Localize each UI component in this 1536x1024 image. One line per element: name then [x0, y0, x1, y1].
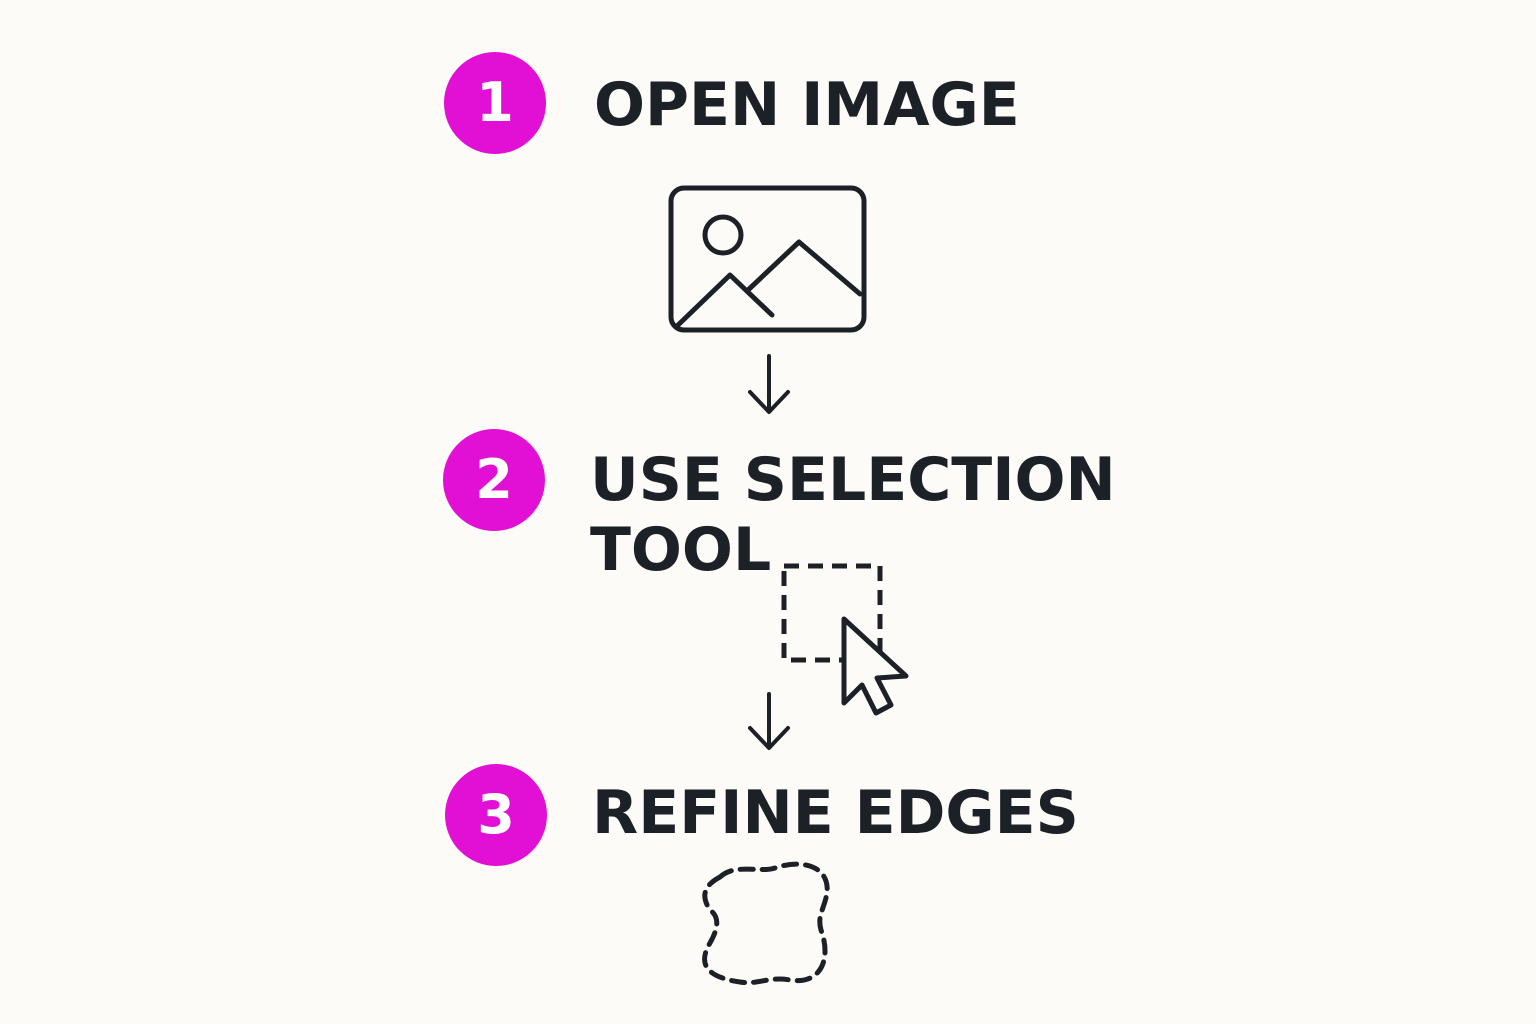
step-1-number-badge: 1 — [444, 52, 546, 154]
step-3-title: REFINE EDGES — [592, 778, 1079, 848]
step-3-number-badge: 3 — [445, 764, 547, 866]
selection-cursor-icon — [781, 563, 909, 716]
image-icon — [668, 185, 867, 333]
step-1-number: 1 — [476, 71, 514, 134]
down-arrow-icon — [748, 692, 790, 750]
step-2-number-badge: 2 — [443, 429, 545, 531]
step-3-number: 3 — [477, 783, 515, 846]
step-2-title: USE SELECTION TOOL — [590, 445, 1116, 585]
step-2-number: 2 — [475, 448, 513, 511]
step-1-title: OPEN IMAGE — [594, 70, 1020, 140]
lasso-selection-icon — [702, 861, 830, 986]
down-arrow-icon — [748, 354, 790, 414]
